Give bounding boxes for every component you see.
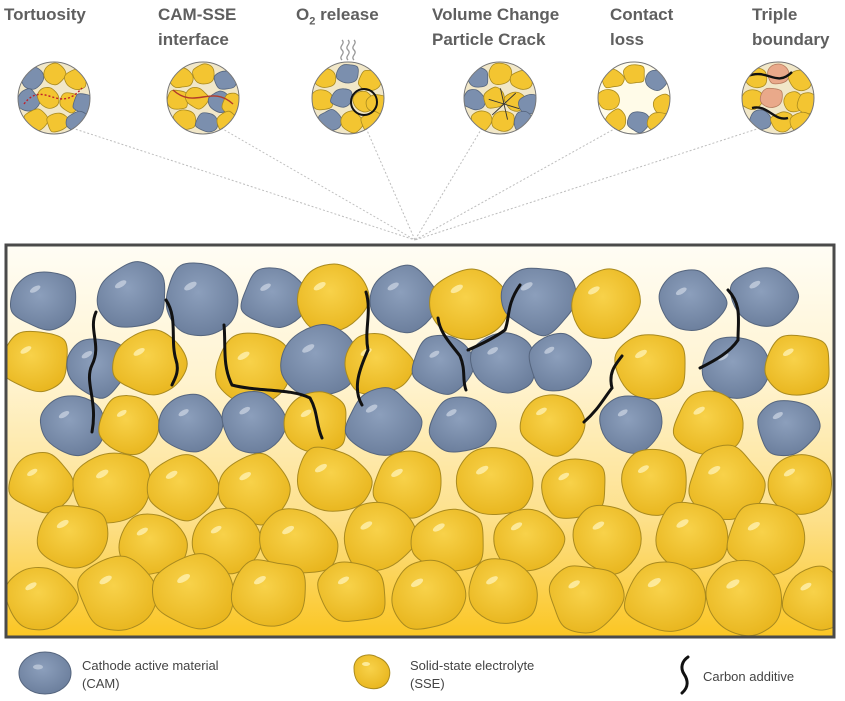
- carbon-additive-legend-swatch: [680, 655, 690, 695]
- gas-wave-icon: [346, 39, 350, 61]
- sse-legend-label: Solid-state electrolyte(SSE): [410, 658, 535, 691]
- tortuosity-icon: [17, 61, 91, 135]
- cam-particle: [757, 400, 821, 457]
- cam-legend-label: Cathode active material(CAM): [82, 658, 219, 691]
- cam-particle: [280, 324, 359, 397]
- sse-particle: [230, 559, 306, 627]
- sse-particle: [36, 505, 109, 569]
- cam-particle: [9, 271, 77, 331]
- label-tortuosity: Tortuosity: [4, 5, 86, 24]
- sse-particle: [77, 555, 158, 631]
- sse-particle: [429, 268, 511, 340]
- cam-particle: [344, 387, 423, 456]
- sse-particle: [410, 508, 484, 572]
- sse-legend-swatch: [353, 654, 391, 690]
- sse-particle: [781, 565, 834, 631]
- gas-wave-icon: [340, 39, 344, 61]
- sse-particle: [767, 454, 833, 515]
- contact-loss-icon: [597, 61, 671, 135]
- cam-particle: [39, 395, 106, 457]
- cam-legend-swatch: [18, 651, 72, 695]
- cam-particle: [599, 395, 663, 455]
- leader-lines: [71, 127, 761, 241]
- interface-icon: [166, 61, 240, 135]
- cam-particle: [66, 338, 129, 399]
- sse-particle: [493, 508, 566, 572]
- cam-particle: [658, 269, 728, 331]
- sse-particle: [519, 394, 586, 457]
- carbon-additive-legend-label: Carbon additive: [703, 669, 795, 684]
- sse-particle: [372, 450, 442, 519]
- cam-particle: [158, 393, 224, 453]
- sse-particle: [6, 566, 79, 631]
- sse-particle: [112, 329, 188, 396]
- carbon-additive-network: [87, 283, 741, 440]
- cam-particle: [470, 332, 536, 394]
- sse-particle: [151, 553, 235, 630]
- sse-particle: [146, 454, 220, 522]
- sse-particle: [391, 559, 467, 630]
- sse-particle: [98, 395, 160, 456]
- sse-particle: [548, 565, 625, 634]
- sse-particle: [705, 559, 783, 637]
- sse-particle: [468, 558, 538, 624]
- sse-particle: [764, 334, 830, 396]
- cam-particle: [369, 264, 439, 334]
- panel-frame: [4, 243, 836, 639]
- sse-particle: [655, 501, 729, 570]
- sse-particle: [317, 561, 386, 622]
- cam-particle: [701, 336, 771, 399]
- sse-particle: [259, 508, 339, 574]
- triple-boundary-icon: [741, 61, 815, 135]
- cam-particle: [528, 332, 593, 392]
- sse-particle: [72, 452, 151, 524]
- label-o2-release: O2 release: [296, 5, 379, 28]
- cam-particle: [96, 261, 166, 328]
- cam-particle: [411, 334, 475, 395]
- cam-particle: [221, 390, 288, 454]
- electrode-cross-section: [4, 243, 836, 639]
- sse-particle: [296, 446, 373, 512]
- sse-particle: [455, 447, 534, 515]
- legend: [18, 651, 690, 695]
- sse-particle: [343, 501, 418, 572]
- sse-particle: [624, 561, 707, 632]
- sse-particle: [297, 263, 370, 333]
- sse-particle: [572, 504, 642, 575]
- sse-particle: [726, 502, 806, 576]
- sse-particle: [571, 268, 641, 339]
- cam-particle: [428, 396, 497, 453]
- particle-crack-icon: [463, 61, 537, 135]
- cam-particle: [240, 267, 311, 329]
- o2-release-icon: [311, 39, 385, 135]
- sse-particle: [6, 330, 68, 393]
- gas-wave-icon: [352, 39, 356, 61]
